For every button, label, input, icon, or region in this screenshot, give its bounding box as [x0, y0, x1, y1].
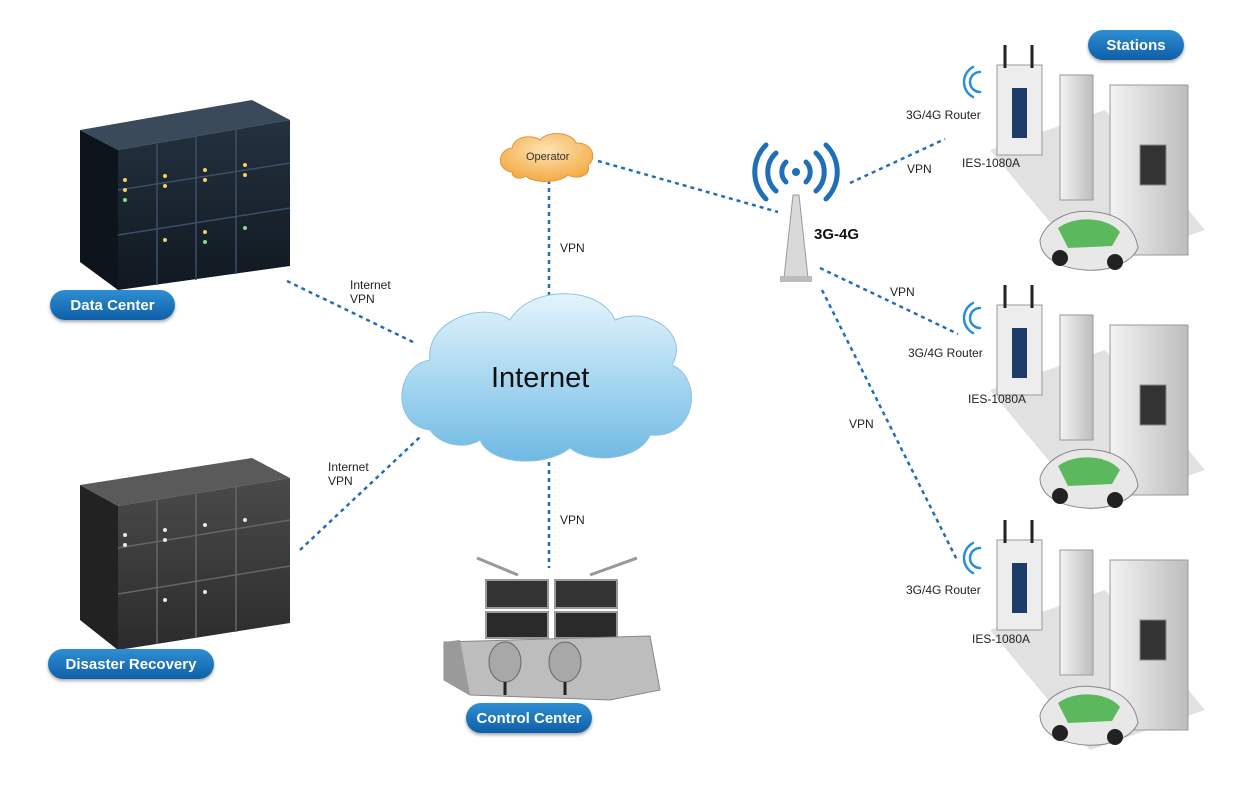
station-2-illustration: [990, 285, 1205, 510]
link-label-station2: VPN: [890, 285, 915, 299]
control-center-icon: [443, 556, 661, 701]
control-center-label: Control Center: [466, 703, 592, 733]
link-label-dc: Internet VPN: [350, 278, 391, 306]
wifi-icon: [962, 65, 982, 575]
stations-label: Stations: [1088, 30, 1184, 60]
disaster-recovery-rack-icon: [80, 458, 291, 650]
link-label-dr-line1: Internet: [328, 460, 369, 474]
station-3-router-label: 3G/4G Router: [906, 583, 981, 597]
link-tower-station2: [819, 266, 959, 336]
station-1-router-label: 3G/4G Router: [906, 108, 981, 122]
station-1-switch-label: IES-1080A: [962, 156, 1021, 170]
data-center-rack-icon: [80, 100, 291, 290]
link-label-station3: VPN: [849, 417, 874, 431]
station-3-illustration: [990, 520, 1205, 750]
station-3-switch-label: IES-1080A: [972, 632, 1031, 646]
link-operator-tower: [597, 159, 779, 214]
link-label-dr: Internet VPN: [328, 460, 369, 488]
disaster-recovery-label: Disaster Recovery: [48, 649, 214, 679]
internet-cloud-icon: [401, 293, 692, 462]
data-center-label: Data Center: [50, 290, 175, 320]
station-2-router-label: 3G/4G Router: [908, 346, 983, 360]
cell-tower-icon: [752, 142, 840, 282]
internet-cloud-label: Internet: [491, 362, 590, 394]
operator-label: Operator: [526, 151, 570, 163]
link-label-dc-line1: Internet: [350, 278, 391, 292]
links: [286, 137, 960, 568]
link-label-station1: VPN: [907, 162, 932, 176]
link-label-operator: VPN: [560, 241, 585, 255]
station-1-illustration: [990, 45, 1205, 271]
link-dr-internet: [299, 436, 421, 551]
operator-cloud-icon: [499, 133, 594, 182]
link-label-dc-line2: VPN: [350, 292, 375, 306]
link-label-dr-line2: VPN: [328, 474, 353, 488]
link-label-control: VPN: [560, 513, 585, 527]
cellular-label: 3G-4G: [814, 226, 860, 243]
link-tower-station3: [820, 289, 960, 563]
link-tower-station1: [849, 137, 946, 185]
station-2-switch-label: IES-1080A: [968, 392, 1027, 406]
